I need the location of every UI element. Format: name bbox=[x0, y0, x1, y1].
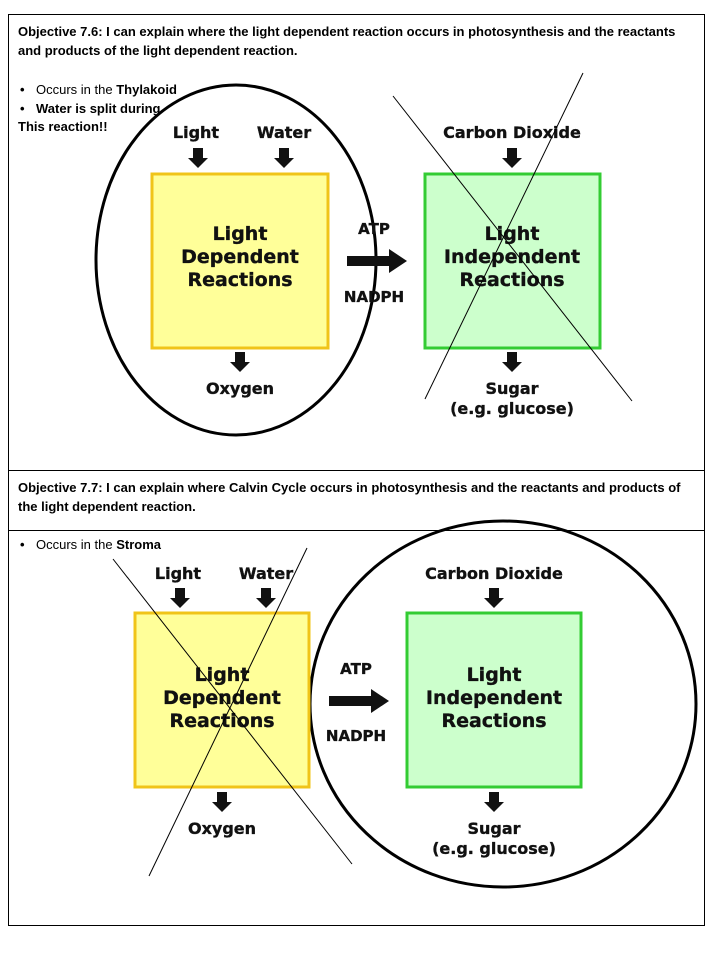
light-dependent-box bbox=[150, 172, 330, 350]
light-independent-box bbox=[405, 611, 583, 789]
oxygen-label: Oxygen bbox=[206, 379, 274, 398]
arrow-down-icon bbox=[256, 588, 276, 608]
objective-text: : I can explain where the light dependen… bbox=[18, 24, 676, 58]
lir-text-2: Independent bbox=[444, 246, 580, 268]
objective-7-7: Objective 7.7: I can explain where Calvi… bbox=[18, 478, 686, 516]
cross-out-line bbox=[392, 95, 633, 402]
atp-label: ATP bbox=[358, 220, 390, 238]
arrow-down-icon bbox=[212, 792, 232, 812]
carbon-dioxide-label: Carbon Dioxide bbox=[425, 564, 563, 583]
arrow-right-icon bbox=[329, 696, 371, 706]
objective-label: Objective 7.7 bbox=[18, 480, 99, 495]
cross-out-line bbox=[148, 547, 308, 877]
sugar-example-label: (e.g. glucose) bbox=[432, 839, 556, 858]
bullet-bold-text: Stroma bbox=[116, 537, 161, 552]
ldr-text-2: Dependent bbox=[181, 246, 299, 268]
section2-bullets: Occurs in the Stroma bbox=[18, 535, 161, 554]
arrow-down-icon bbox=[484, 792, 504, 812]
objective-text: : I can explain where Calvin Cycle occur… bbox=[18, 480, 681, 514]
cross-out-line bbox=[424, 72, 584, 400]
arrow-right-icon bbox=[347, 256, 389, 266]
cross-out-line bbox=[112, 558, 353, 865]
section-divider bbox=[8, 470, 705, 471]
bullet-text: Occurs in the bbox=[36, 537, 117, 552]
diagram-light-independent-focus: Light Water Light Dependent Reactions AT… bbox=[112, 519, 698, 889]
arrow-down-icon bbox=[188, 148, 208, 168]
arrow-down-icon bbox=[230, 352, 250, 372]
carbon-dioxide-label: Carbon Dioxide bbox=[443, 123, 581, 142]
bullet-item: Occurs in the Thylakoid bbox=[18, 80, 177, 99]
bullet-continuation: This reaction!! bbox=[18, 119, 108, 134]
diagram-light-dependent-focus: Light Water Light Dependent Reactions AT… bbox=[94, 72, 633, 437]
ldr-text-3: Reactions bbox=[187, 269, 292, 291]
arrow-down-icon bbox=[170, 588, 190, 608]
atp-label: ATP bbox=[340, 660, 372, 678]
ldr-text-1: Light bbox=[213, 223, 268, 245]
section1-bullets: Occurs in the Thylakoid Water is split d… bbox=[18, 80, 177, 118]
bullet-item: Occurs in the Stroma bbox=[18, 535, 161, 554]
nadph-label: NADPH bbox=[344, 288, 404, 306]
objective-label: Objective 7.6 bbox=[18, 24, 99, 39]
bullet-bold-text: Water is split during bbox=[36, 101, 161, 116]
ldr-text-3: Reactions bbox=[169, 710, 274, 732]
sugar-label: Sugar bbox=[467, 819, 520, 838]
light-independent-box bbox=[423, 172, 602, 350]
arrow-right-icon bbox=[389, 249, 407, 273]
arrow-down-icon bbox=[484, 588, 504, 608]
oxygen-label: Oxygen bbox=[188, 819, 256, 838]
section-divider bbox=[8, 530, 705, 531]
ldr-text-1: Light bbox=[195, 664, 250, 686]
water-label: Water bbox=[239, 564, 293, 583]
sugar-example-label: (e.g. glucose) bbox=[450, 399, 574, 418]
nadph-label: NADPH bbox=[326, 727, 386, 745]
sugar-label: Sugar bbox=[485, 379, 538, 398]
lir-text-1: Light bbox=[485, 223, 540, 245]
arrow-right-icon bbox=[371, 689, 389, 713]
lir-text-1: Light bbox=[467, 664, 522, 686]
arrow-down-icon bbox=[502, 352, 522, 372]
lir-text-2: Independent bbox=[426, 687, 562, 709]
water-label: Water bbox=[257, 123, 311, 142]
bullet-text: Occurs in the bbox=[36, 82, 117, 97]
bullet-item: Water is split during bbox=[18, 99, 177, 118]
objective-7-6: Objective 7.6: I can explain where the l… bbox=[18, 22, 686, 60]
arrow-down-icon bbox=[274, 148, 294, 168]
light-label: Light bbox=[173, 123, 220, 142]
bullet-bold-text: Thylakoid bbox=[116, 82, 177, 97]
light-dependent-box bbox=[133, 611, 311, 789]
lir-text-3: Reactions bbox=[459, 269, 564, 291]
arrow-down-icon bbox=[502, 148, 522, 168]
lir-text-3: Reactions bbox=[441, 710, 546, 732]
light-label: Light bbox=[155, 564, 202, 583]
